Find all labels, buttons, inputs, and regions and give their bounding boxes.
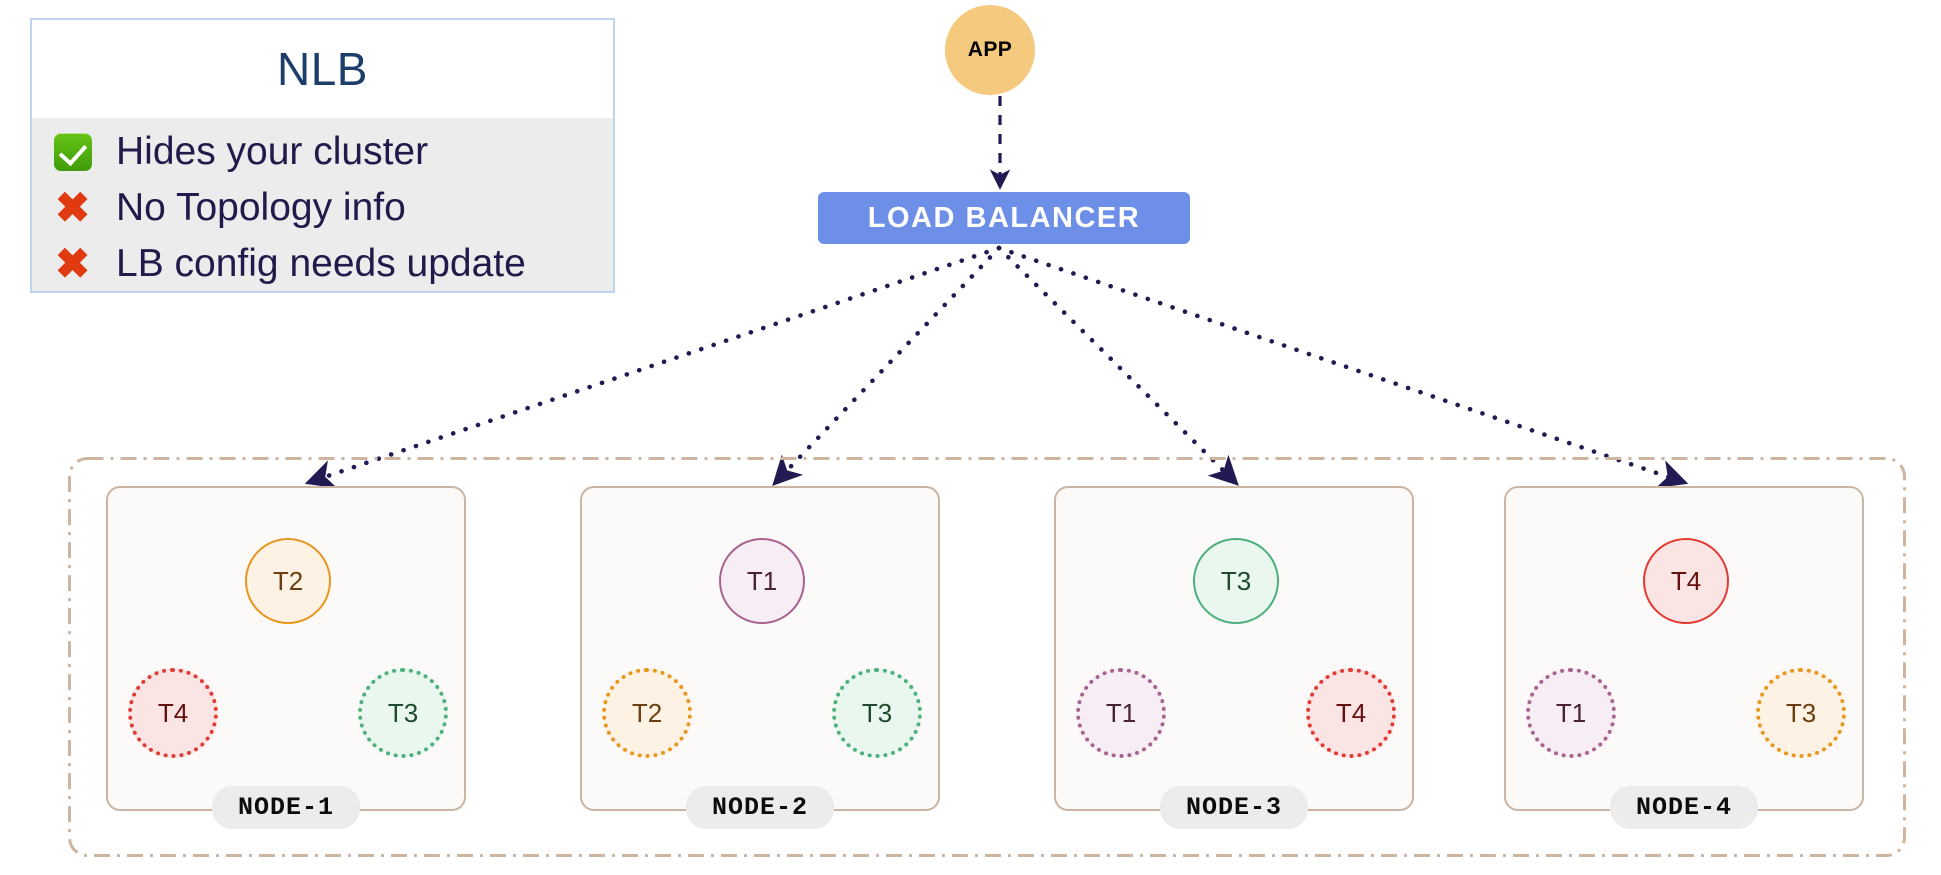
legend-item-no-topology: ✖ No Topology info [54, 180, 613, 236]
node-box[interactable]: T1 T2 T3 NODE-2 [580, 486, 940, 829]
node-label: NODE-4 [1609, 786, 1759, 829]
task-circle-primary[interactable]: T3 [1193, 538, 1279, 624]
edge-lb-to-node-2 [772, 245, 1002, 486]
task-circle-secondary[interactable]: T3 [358, 668, 448, 758]
nlb-legend-list: Hides your cluster ✖ No Topology info ✖ … [32, 118, 613, 291]
node-label: NODE-1 [211, 786, 361, 829]
task-circle-primary[interactable]: T2 [245, 538, 331, 624]
legend-item-lb-config: ✖ LB config needs update [54, 236, 613, 292]
legend-item-label: Hides your cluster [116, 130, 429, 173]
app-node[interactable]: APP [945, 5, 1035, 95]
task-circle-secondary[interactable]: T3 [832, 668, 922, 758]
edge-lb-to-node-3 [996, 245, 1239, 486]
task-circle-secondary[interactable]: T1 [1076, 668, 1166, 758]
node-box[interactable]: T3 T1 T4 NODE-3 [1054, 486, 1414, 829]
legend-item-hides-cluster: Hides your cluster [54, 124, 613, 180]
node-label: NODE-3 [1159, 786, 1309, 829]
check-icon [54, 133, 110, 171]
cluster-border [68, 457, 1906, 857]
task-circle-primary[interactable]: T4 [1643, 538, 1729, 624]
task-circle-secondary[interactable]: T4 [1306, 668, 1396, 758]
task-circle-primary[interactable]: T1 [719, 538, 805, 624]
load-balancer-node[interactable]: LOAD BALANCER [818, 192, 1190, 244]
task-circle-secondary[interactable]: T2 [602, 668, 692, 758]
cross-icon: ✖ [55, 240, 91, 287]
task-circle-secondary[interactable]: T3 [1756, 668, 1846, 758]
node-label: NODE-2 [685, 786, 835, 829]
node-box[interactable]: T2 T4 T3 NODE-1 [106, 486, 466, 829]
nlb-title: NLB [32, 20, 613, 118]
cross-icon: ✖ [55, 184, 91, 231]
task-circle-secondary[interactable]: T4 [128, 668, 218, 758]
node-box[interactable]: T4 T1 T3 NODE-4 [1504, 486, 1864, 829]
legend-item-label: LB config needs update [116, 242, 526, 285]
cluster-boundary: T2 T4 T3 NODE-1 T1 T2 T3 NODE-2 T3 T1 T4… [68, 457, 1906, 857]
task-circle-secondary[interactable]: T1 [1526, 668, 1616, 758]
legend-item-label: No Topology info [116, 186, 406, 229]
edge-lb-to-node-4 [996, 245, 1689, 489]
nlb-legend-card: NLB Hides your cluster ✖ No Topology inf… [30, 18, 615, 293]
